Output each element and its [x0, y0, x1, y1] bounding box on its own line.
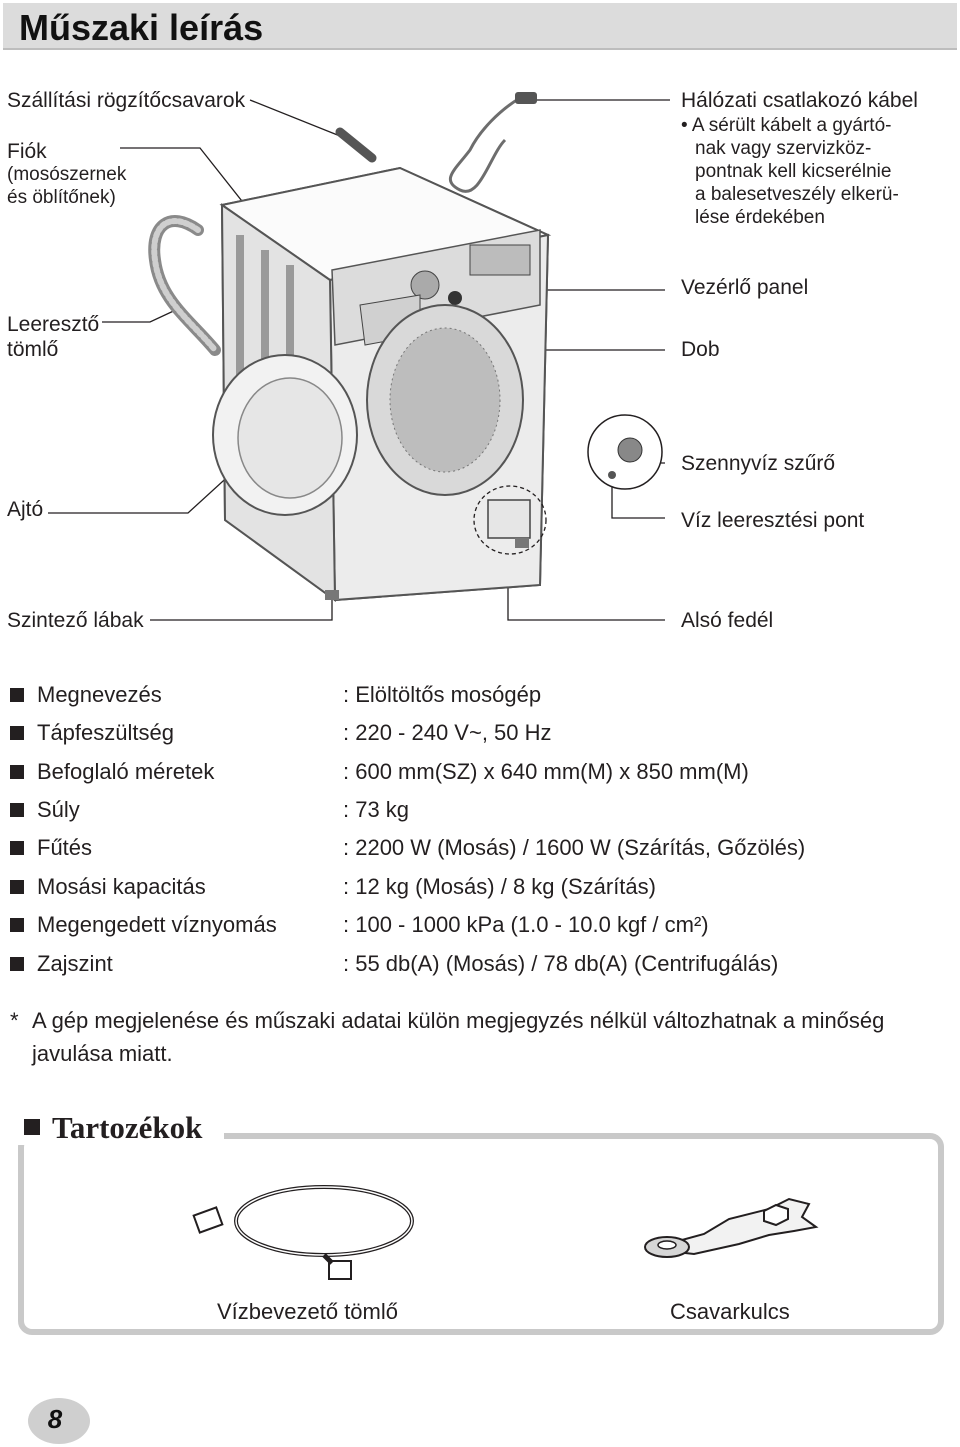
- label-filter: Szennyvíz szűrő: [681, 452, 836, 475]
- label-drain-point: Víz leeresztési pont: [681, 509, 865, 532]
- label-power-cable-note-1: • A sérült kábelt a gyártó-: [681, 115, 892, 136]
- square-bullet-icon: [10, 688, 24, 702]
- label-power-cable-note-3: pontnak kell kicserélnie: [695, 161, 892, 182]
- spec-value: : 100 - 1000 kPa (1.0 - 10.0 kgf / cm²): [343, 912, 709, 937]
- accessory-label-wrench: Csavarkulcs: [670, 1299, 790, 1324]
- washing-machine-illustration: [48, 92, 670, 621]
- square-bullet-icon: [10, 841, 24, 855]
- spec-label: Fűtés: [37, 835, 93, 860]
- spec-label: Megengedett víznyomás: [37, 912, 277, 937]
- accessories-heading-mask: [12, 1125, 224, 1145]
- label-power-cable-note-5: lése érdekében: [695, 207, 825, 228]
- square-bullet-icon: [10, 957, 24, 971]
- spec-value: : 55 db(A) (Mosás) / 78 db(A) (Centrifug…: [343, 951, 779, 976]
- label-transport-bolts: Szállítási rögzítőcsavarok: [7, 89, 246, 112]
- spec-label: Zajszint: [37, 951, 113, 976]
- page-title: Műszaki leírás: [19, 7, 264, 48]
- spec-row: Megnevezés : Elöltöltős mosógép: [10, 680, 950, 710]
- label-power-cable-note-2: nak vagy szervizköz-: [695, 138, 872, 159]
- lower-cover-icon: [487, 499, 531, 539]
- spec-label: Súly: [37, 797, 80, 822]
- square-bullet-icon: [10, 880, 24, 894]
- label-drain-hose-2: tömlő: [7, 338, 59, 361]
- label-door: Ajtó: [7, 498, 44, 521]
- spec-value: : 220 - 240 V~, 50 Hz: [343, 720, 552, 745]
- title-bar: Műszaki leírás: [3, 3, 957, 50]
- accessory-label-inlet-hose: Vízbevezető tömlő: [217, 1299, 398, 1324]
- label-drum: Dob: [681, 338, 720, 361]
- spec-row: Fűtés : 2200 W (Mosás) / 1600 W (Szárítá…: [10, 833, 950, 863]
- spec-row: Mosási kapacitás : 12 kg (Mosás) / 8 kg …: [10, 872, 950, 902]
- spec-value: : 2200 W (Mosás) / 1600 W (Szárítás, Gőz…: [343, 835, 806, 860]
- page-number-badge: 8: [28, 1398, 90, 1444]
- accessories-illustration: [192, 1185, 819, 1280]
- page-number: 8: [47, 1404, 63, 1434]
- program-dial-icon: [410, 270, 440, 300]
- accessories-title: Tartozékok: [52, 1110, 203, 1145]
- spec-row: Befoglaló méretek : 600 mm(SZ) x 640 mm(…: [10, 757, 950, 787]
- disclaimer-text: A gép megjelenése és műszaki adatai külö…: [32, 1008, 885, 1066]
- square-bullet-icon: [10, 803, 24, 817]
- label-leveling-feet: Szintező lábak: [7, 609, 144, 632]
- spec-label: Mosási kapacitás: [37, 874, 206, 899]
- plug-icon: [515, 92, 537, 104]
- spec-value: : 600 mm(SZ) x 640 mm(M) x 850 mm(M): [343, 759, 749, 784]
- display-icon: [469, 244, 531, 276]
- label-drain-hose: Leeresztő: [7, 313, 100, 336]
- square-bullet-icon: [10, 726, 24, 740]
- label-control-panel: Vezérlő panel: [681, 276, 809, 299]
- inlet-hose-icon: [192, 1185, 414, 1280]
- square-bullet-icon: [10, 765, 24, 779]
- washing-machine-diagram: Szállítási rögzítőcsavarok Fiók (mosósze…: [0, 60, 960, 660]
- spec-row: Zajszint : 55 db(A) (Mosás) / 78 db(A) (…: [10, 949, 950, 979]
- spec-value: : 73 kg: [343, 797, 410, 822]
- spec-row: Tápfeszültség : 220 - 240 V~, 50 Hz: [10, 718, 950, 748]
- label-drawer-sub2: és öblítőnek): [7, 187, 116, 208]
- filter-icon: [617, 437, 643, 463]
- label-lower-cover: Alsó fedél: [681, 609, 774, 632]
- square-bullet-icon: [24, 1119, 40, 1135]
- transport-bolt-icon: [335, 127, 377, 163]
- label-power-cable-note-4: a balesetveszély elkerü-: [695, 184, 899, 205]
- accessories-box: Vízbevezető tömlő Csavarkulcs: [18, 1133, 944, 1335]
- label-drawer-sub1: (mosószernek: [7, 164, 127, 185]
- spec-label: Tápfeszültség: [37, 720, 174, 745]
- spec-row: Súly : 73 kg: [10, 795, 950, 825]
- wrench-icon: [644, 1197, 819, 1258]
- spec-value: : 12 kg (Mosás) / 8 kg (Szárítás): [343, 874, 656, 899]
- power-cord-icon: [448, 96, 521, 193]
- drain-point-icon: [608, 471, 616, 479]
- leveling-foot-icon: [325, 590, 339, 600]
- label-power-cable: Hálózati csatlakozó kábel: [681, 89, 918, 112]
- spec-label: Megnevezés: [37, 682, 162, 707]
- spec-row: Megengedett víznyomás : 100 - 1000 kPa (…: [10, 910, 950, 940]
- square-bullet-icon: [10, 918, 24, 932]
- asterisk-icon: *: [10, 1008, 19, 1033]
- spec-label: Befoglaló méretek: [37, 759, 215, 784]
- power-button-icon: [448, 291, 462, 305]
- spec-value: : Elöltöltős mosógép: [343, 682, 542, 707]
- label-drawer: Fiók: [7, 140, 47, 163]
